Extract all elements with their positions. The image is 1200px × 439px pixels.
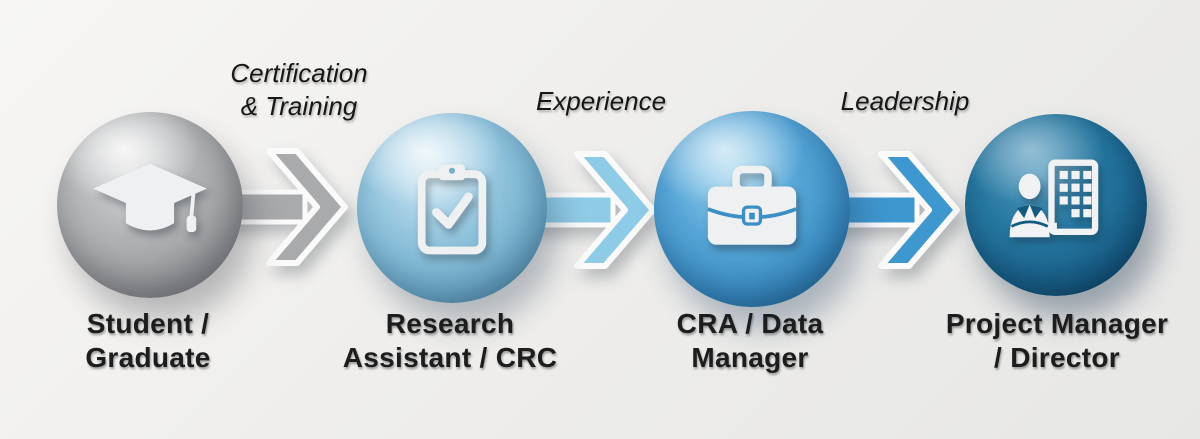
stage-label-research-assistant-crc: Research Assistant / CRC: [310, 307, 590, 375]
stage-label-line1: Project Manager: [945, 308, 1169, 339]
stage-label-line2: Manager: [691, 342, 809, 373]
stage-label-line1: Student /: [86, 308, 210, 339]
stage-label-student-graduate: Student / Graduate: [28, 307, 268, 375]
stage-label-line1: Research: [385, 308, 515, 339]
stage-label-line1: CRA / Data: [676, 308, 824, 339]
transition-text-line1: Leadership: [840, 86, 970, 116]
stage-node-cra-data-manager: [654, 111, 850, 307]
transition-text-line1: Certification: [230, 58, 368, 88]
arrow-head: [266, 148, 348, 266]
stage-node-student-graduate: [57, 112, 243, 298]
stage-label-line2: / Director: [994, 342, 1120, 373]
stage-label-project-manager-director: Project Manager / Director: [897, 307, 1200, 375]
graduation-cap-icon: [93, 163, 207, 232]
transition-label-leadership: Leadership: [785, 85, 1025, 118]
transition-label-certification-training: Certification & Training: [179, 57, 419, 123]
transition-label-experience: Experience: [481, 85, 721, 118]
stage-node-research-assistant-crc: [357, 113, 547, 303]
transition-text-line2: & Training: [240, 91, 358, 121]
arrow-head: [574, 151, 656, 269]
stage-label-line2: Graduate: [85, 342, 211, 373]
arrow-experience: [514, 150, 657, 275]
stage-node-project-manager-director: [965, 114, 1147, 296]
arrow-head: [878, 151, 960, 269]
clipboard-check-icon: [417, 164, 487, 255]
person-building-icon: [1009, 159, 1099, 238]
transition-text-line1: Experience: [535, 86, 667, 116]
stage-label-line2: Assistant / CRC: [342, 342, 558, 373]
briefcase-icon: [707, 165, 797, 245]
arrow-leadership: [818, 150, 961, 275]
stage-label-cra-data-manager: CRA / Data Manager: [610, 307, 890, 375]
